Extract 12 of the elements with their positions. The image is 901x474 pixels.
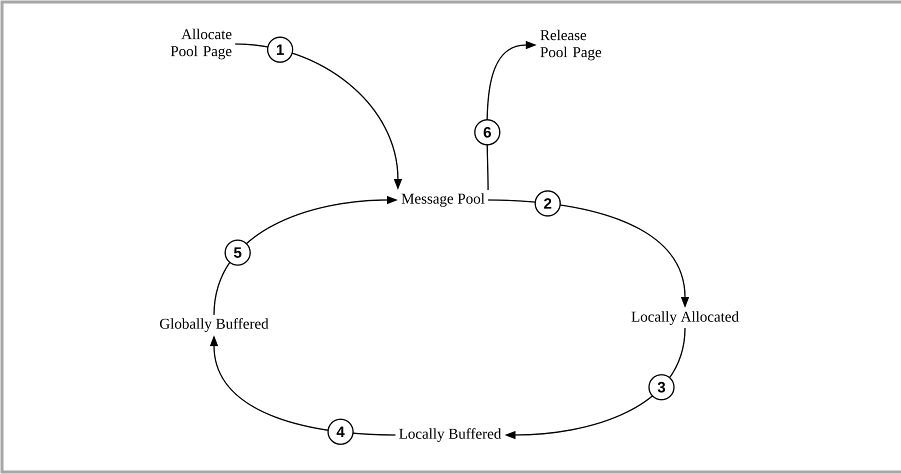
callout-number: 1: [266, 36, 294, 63]
state-label: Locally Buffered: [399, 428, 502, 442]
state-label: Release Pool Page: [540, 30, 602, 60]
state-label: Message Pool: [402, 193, 485, 207]
state-label: Locally Allocated: [632, 311, 739, 325]
callout-number: 3: [648, 374, 675, 400]
callout-number: 5: [224, 239, 251, 266]
callout-number: 6: [474, 119, 500, 146]
callout-number: 2: [534, 190, 561, 217]
state-label: Globally Buffered: [160, 318, 268, 332]
callout-number: 4: [327, 418, 354, 445]
state-label: Allocate Pool Page: [170, 28, 232, 60]
